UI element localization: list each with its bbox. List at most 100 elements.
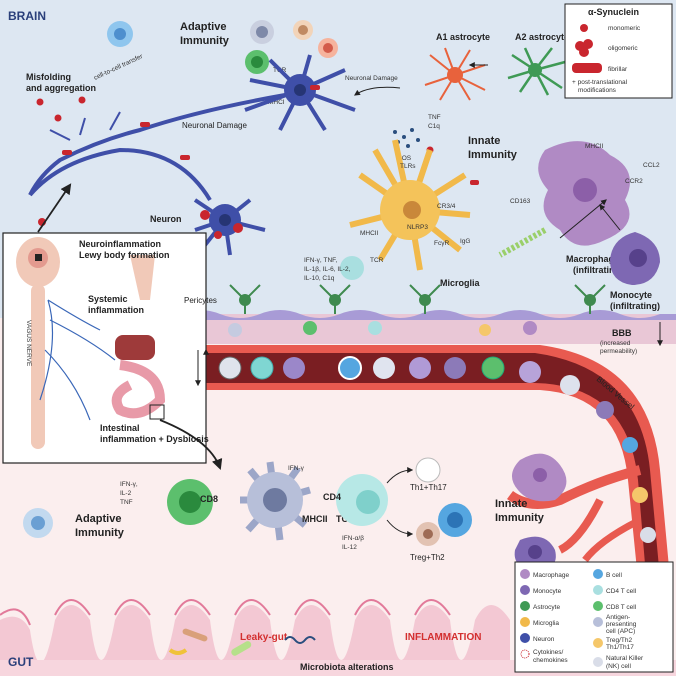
pericytes bbox=[228, 284, 606, 337]
legend-cd4: CD4 T cell bbox=[606, 588, 637, 595]
microglia-label: Microglia bbox=[440, 278, 481, 288]
il12-label: IL-12 bbox=[342, 544, 357, 551]
astrocyte-a2 bbox=[507, 47, 566, 96]
legend-ptm-line1: + post-translational bbox=[572, 79, 628, 86]
tcell-microglia bbox=[340, 256, 364, 280]
cd163-label: CD163 bbox=[510, 198, 531, 205]
th1-th17-label: Th1+Th17 bbox=[410, 483, 447, 492]
gut-cell-left-nucleus bbox=[31, 516, 45, 530]
a1-astrocyte-label: A1 astrocyte bbox=[436, 32, 490, 42]
gut-cytokines-line1: IFN-γ, bbox=[120, 481, 138, 488]
legend-astrocyte: Astrocyte bbox=[533, 604, 560, 611]
apc-cell bbox=[240, 461, 311, 541]
monocyte-infiltrating bbox=[610, 232, 660, 285]
legend-monocyte: Monocyte bbox=[533, 588, 562, 595]
cytokine-line1: IFN-γ, TNF, bbox=[304, 257, 337, 264]
bbb-label: BBB bbox=[612, 328, 632, 338]
macrophage-label-line2: (infiltrating) bbox=[573, 265, 623, 275]
tcr-label-microglia: TCR bbox=[370, 257, 384, 264]
neuron-top bbox=[28, 54, 356, 196]
synuclein-aggregates-brain bbox=[36, 85, 479, 239]
innate-immunity-brain-line2: Immunity bbox=[468, 149, 518, 161]
legend-synuclein-title: α-Synuclein bbox=[588, 7, 639, 17]
mhcii-label-gut: MHCII bbox=[302, 514, 328, 524]
legend-cytokines-line1: Cytokines/ bbox=[533, 649, 564, 656]
ccr2-label: CCR2 bbox=[625, 178, 643, 185]
mhci-label: MHCI bbox=[268, 99, 285, 106]
monocyte-label-line2: (infiltrating) bbox=[610, 301, 660, 311]
adaptive-immunity-brain-line2: Immunity bbox=[180, 35, 230, 47]
innate-immunity-gut-line2: Immunity bbox=[495, 512, 545, 524]
legend-cd8: CD8 T cell bbox=[606, 604, 637, 611]
cd8-cell bbox=[167, 479, 213, 525]
innate-immunity-gut-line1: Innate bbox=[495, 498, 527, 510]
legend-oligomeric: oligomeric bbox=[608, 45, 638, 52]
tlrs-label: TLRs bbox=[400, 163, 416, 170]
gut-cytokines-line2: IL-2 bbox=[120, 490, 132, 497]
legend-neuron: Neuron bbox=[533, 636, 555, 643]
macrophage-label-line1: Macrophage bbox=[566, 254, 619, 264]
leaky-gut-label: Leaky-gut bbox=[240, 632, 288, 643]
ccl2-label: CCL2 bbox=[643, 162, 660, 169]
legend-nk-line2: (NK) cell bbox=[606, 663, 631, 670]
systemic-inflammation-line2: inflammation bbox=[88, 305, 144, 315]
microbiota-shapes bbox=[168, 628, 316, 656]
legend-monomeric: monomeric bbox=[608, 25, 641, 32]
th-cells bbox=[415, 457, 441, 546]
synuclein-legend: α-Synuclein monomeric oligomeric fibrill… bbox=[564, 3, 673, 99]
gut-title: GUT bbox=[8, 655, 34, 669]
ifn-ab-label: IFN-α/β bbox=[342, 535, 364, 542]
systemic-inflammation-line1: Systemic bbox=[88, 294, 128, 304]
misfolding-label-line1: Misfolding bbox=[26, 72, 71, 82]
cytokine-line2: IL-1β, IL-6, IL-2, bbox=[304, 266, 351, 273]
legend-treg-line1: Treg/Th2 bbox=[606, 637, 633, 644]
astrocyte-a1 bbox=[424, 47, 486, 101]
vagus-nerve-label: VAGUS NERVE bbox=[25, 320, 32, 367]
misfolding-label-line2: and aggregation bbox=[26, 83, 96, 93]
microglia bbox=[349, 139, 471, 271]
cd4-cell bbox=[336, 474, 388, 526]
blood-brain-barrier bbox=[180, 310, 676, 344]
cytokine-line3: IL-10, C1q bbox=[304, 275, 335, 282]
legend-treg-line2: Th1/Th17 bbox=[606, 644, 634, 651]
legend-macrophage: Macrophage bbox=[533, 572, 570, 579]
cd4-label: CD4 bbox=[323, 492, 341, 502]
adaptive-immunity-gut-line1: Adaptive bbox=[75, 513, 121, 525]
brain-title: BRAIN bbox=[8, 9, 46, 23]
treg-th2-label: Treg+Th2 bbox=[410, 553, 445, 562]
legend-apc-line2: presenting bbox=[606, 621, 637, 628]
adaptive-immunity-brain-line1: Adaptive bbox=[180, 21, 226, 33]
inflammation-label: INFLAMMATION bbox=[405, 632, 481, 643]
brain-immune-cells bbox=[107, 20, 338, 74]
ifn-gamma-apc-label: IFN-γ bbox=[288, 465, 305, 472]
arrows bbox=[37, 62, 663, 537]
gut-epithelium bbox=[0, 599, 676, 676]
neuronal-damage-label-2: Neuronal Damage bbox=[345, 75, 398, 82]
adaptive-immunity-gut-line2: Immunity bbox=[75, 527, 125, 539]
vessel-cells bbox=[218, 356, 656, 543]
neuronal-damage-label-1: Neuronal Damage bbox=[182, 121, 247, 130]
legend-b-cell: B cell bbox=[606, 572, 622, 579]
legend-microglia: Microglia bbox=[533, 620, 559, 627]
c1q-label: C1q bbox=[428, 123, 440, 130]
microbiota-label: Microbiota alterations bbox=[300, 662, 394, 672]
cr34-label: CR3/4 bbox=[437, 203, 456, 210]
legend-nk-line1: Natural Killer bbox=[606, 655, 644, 662]
legend-ptm-line2: modifications bbox=[578, 87, 617, 94]
legend-apc-line1: Antigen- bbox=[606, 614, 630, 621]
nlrp3-label: NLRP3 bbox=[407, 224, 428, 231]
ros-label: ROS bbox=[397, 155, 412, 162]
monocyte-label-line1: Monocyte bbox=[610, 290, 652, 300]
intestinal-inflammation-line1: Intestinal bbox=[100, 423, 140, 433]
neuroinflammation-label-line2: Lewy body formation bbox=[79, 250, 170, 260]
cd8-label: CD8 bbox=[200, 494, 218, 504]
neuroinflammation-label-line1: Neuroinflammation bbox=[79, 239, 161, 249]
bbb-permeability-line1: (increased bbox=[600, 340, 631, 347]
mhcii-label-brain: MHCII bbox=[360, 230, 379, 237]
neuron-label: Neuron bbox=[150, 214, 182, 224]
a2-astrocyte-label: A2 astrocyte bbox=[515, 32, 569, 42]
legend-apc-line3: cell (APC) bbox=[606, 628, 635, 635]
macrophage-infiltrating bbox=[498, 141, 630, 258]
